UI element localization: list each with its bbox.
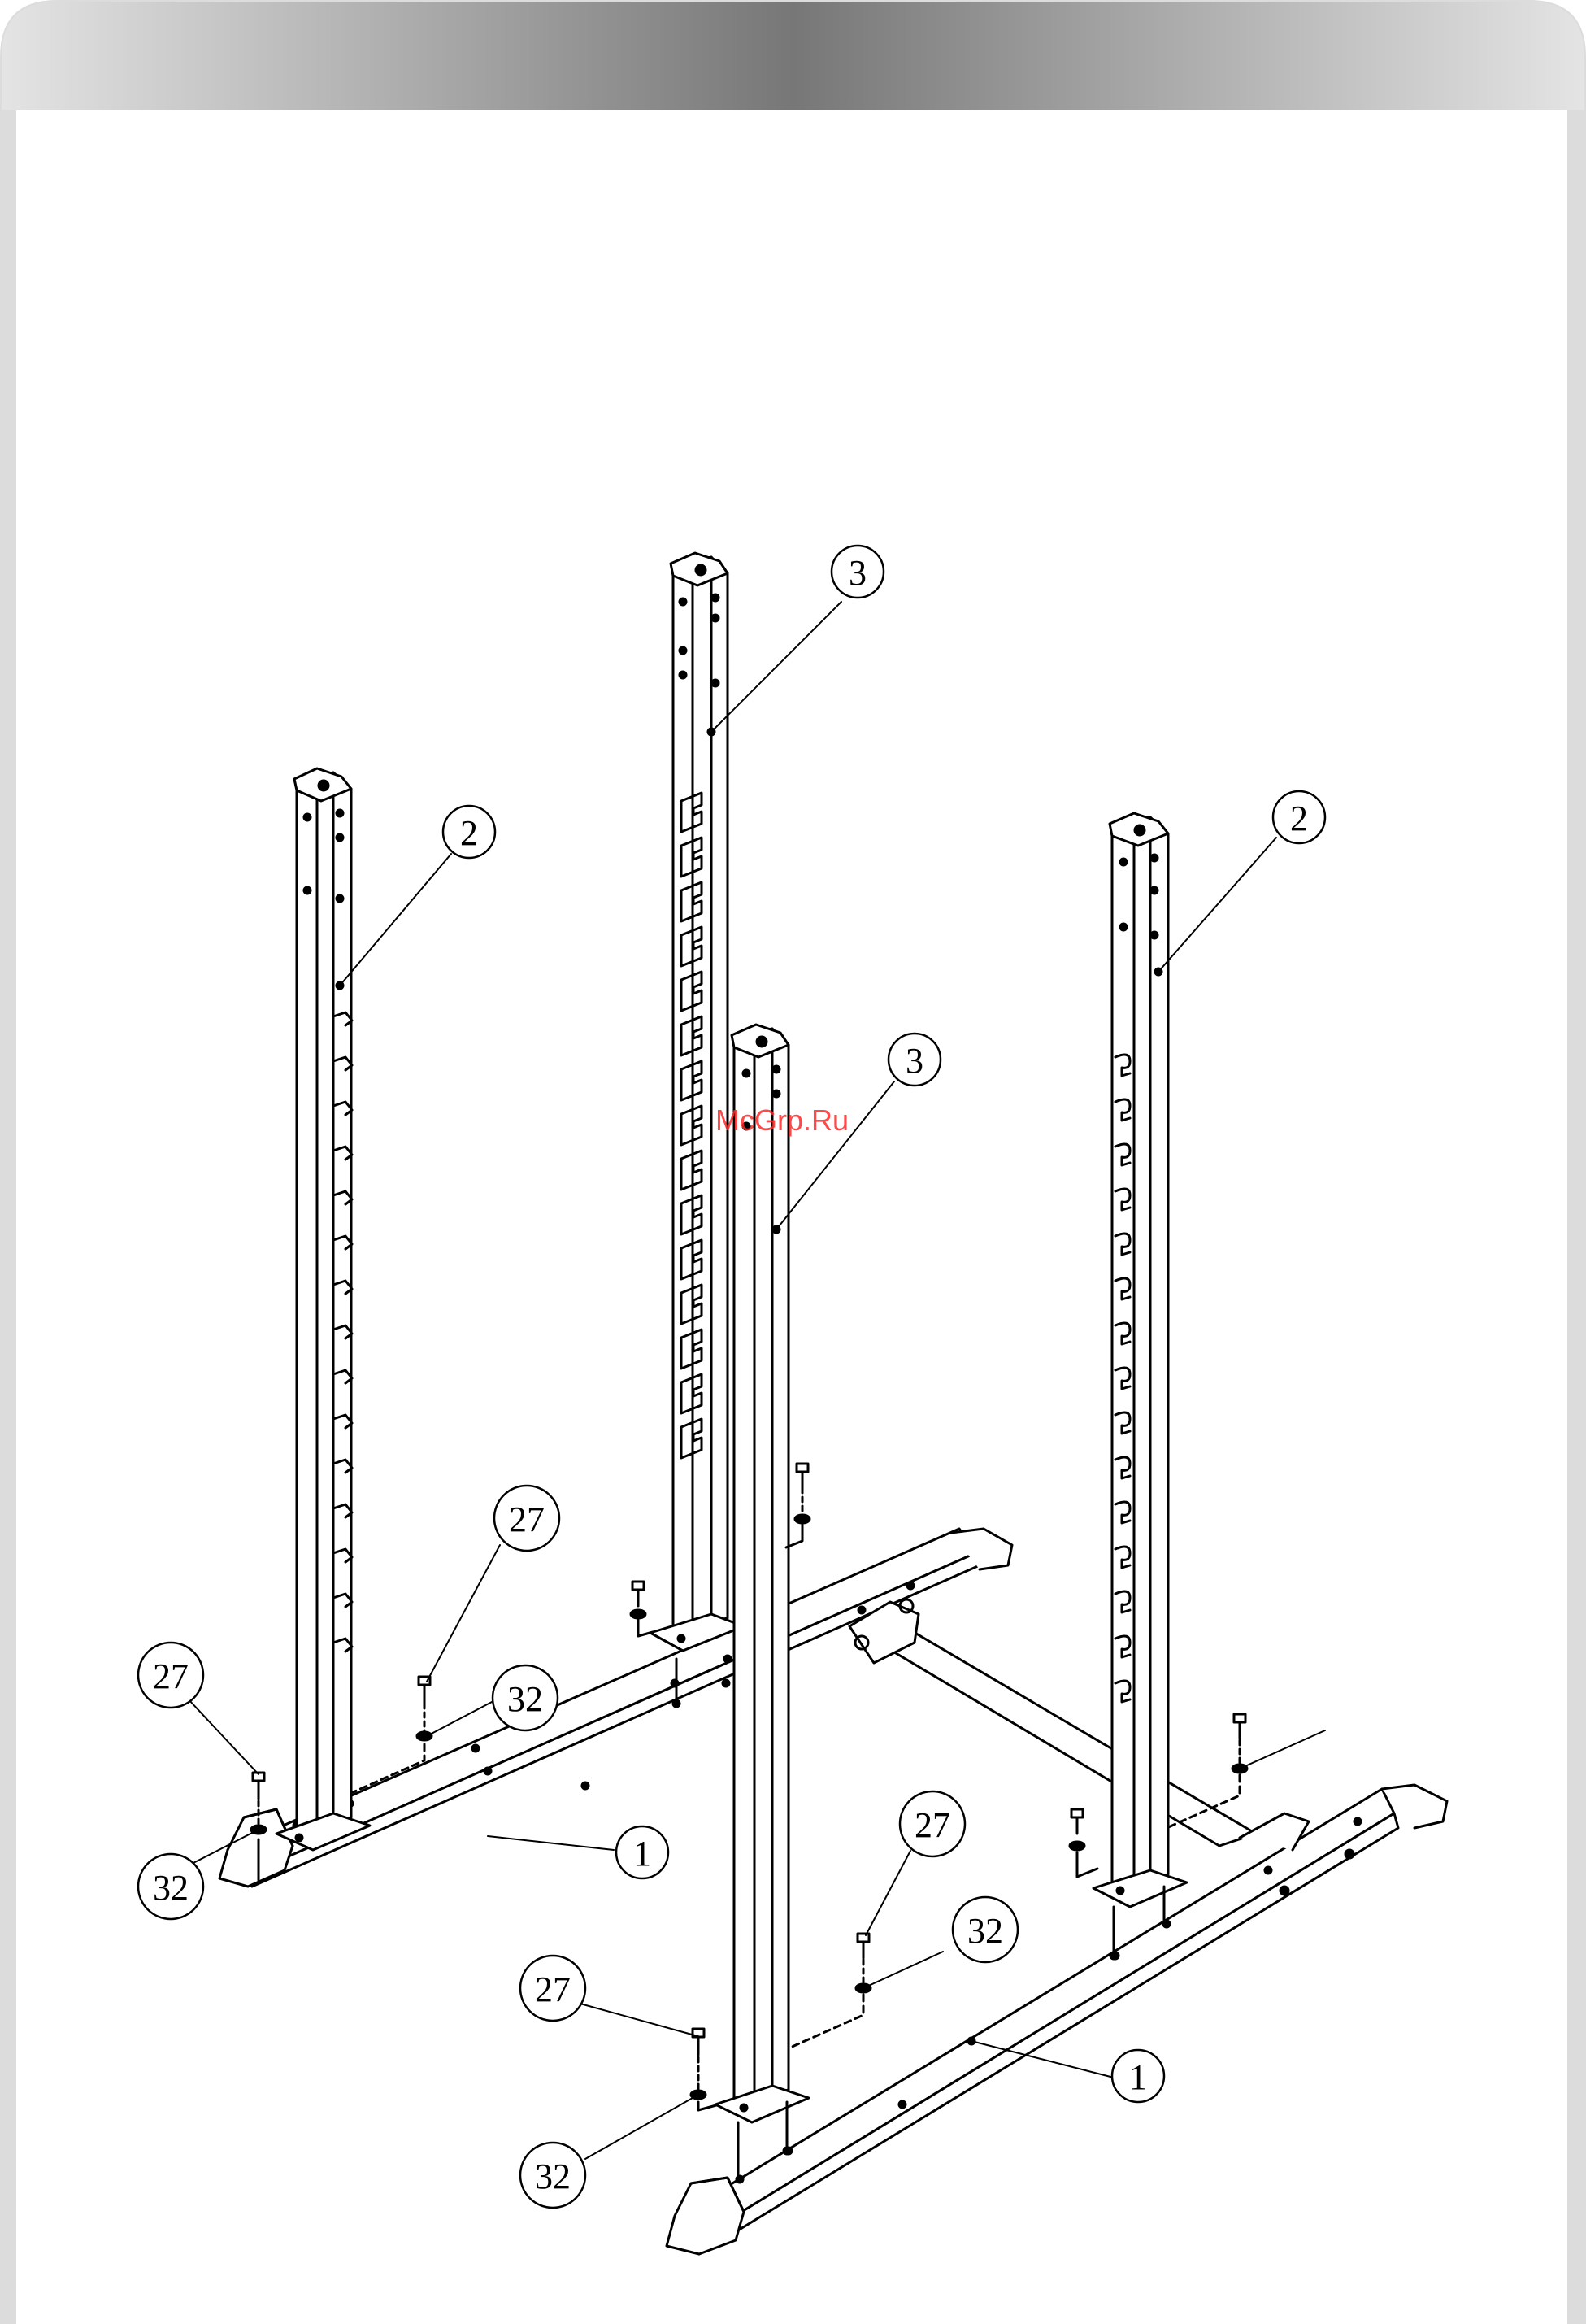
callout-part-2-right: 2	[1273, 791, 1325, 843]
callout-label: 3	[906, 1041, 923, 1081]
callout-label: 27	[915, 1805, 950, 1845]
callout-part-27: 27	[900, 1791, 965, 1856]
callout-label: 2	[1290, 799, 1308, 838]
callout-part-3-back: 3	[832, 546, 884, 598]
callout-part-2-left: 2	[443, 806, 495, 858]
callout-part-32: 32	[953, 1897, 1018, 1962]
header-bar	[2, 2, 1584, 110]
callout-part-1-right: 1	[1112, 2050, 1164, 2102]
callout-label: 1	[633, 1834, 651, 1874]
callout-label: 1	[1129, 2057, 1147, 2097]
callout-part-1-left: 1	[616, 1826, 668, 1878]
callout-part-27: 27	[520, 1956, 585, 2021]
callout-part-32: 32	[493, 1665, 558, 1730]
callout-label: 32	[967, 1911, 1003, 1951]
watermark-text: McGrp.Ru	[715, 1103, 849, 1137]
callout-part-27: 27	[138, 1643, 203, 1708]
callout-label: 32	[507, 1679, 543, 1719]
callout-label: 27	[153, 1656, 189, 1696]
callout-part-32: 32	[138, 1854, 203, 1919]
callout-part-27: 27	[494, 1486, 559, 1551]
drawing-area	[16, 110, 1567, 2324]
callout-label: 32	[153, 1868, 189, 1908]
callout-part-32: 32	[520, 2143, 585, 2208]
callout-label: 27	[509, 1499, 545, 1539]
callout-label: 32	[535, 2156, 571, 2196]
callout-part-3-front: 3	[889, 1034, 941, 1086]
callout-label: 27	[535, 1969, 571, 2009]
callout-label: 2	[460, 813, 478, 853]
callout-label: 3	[849, 553, 867, 593]
